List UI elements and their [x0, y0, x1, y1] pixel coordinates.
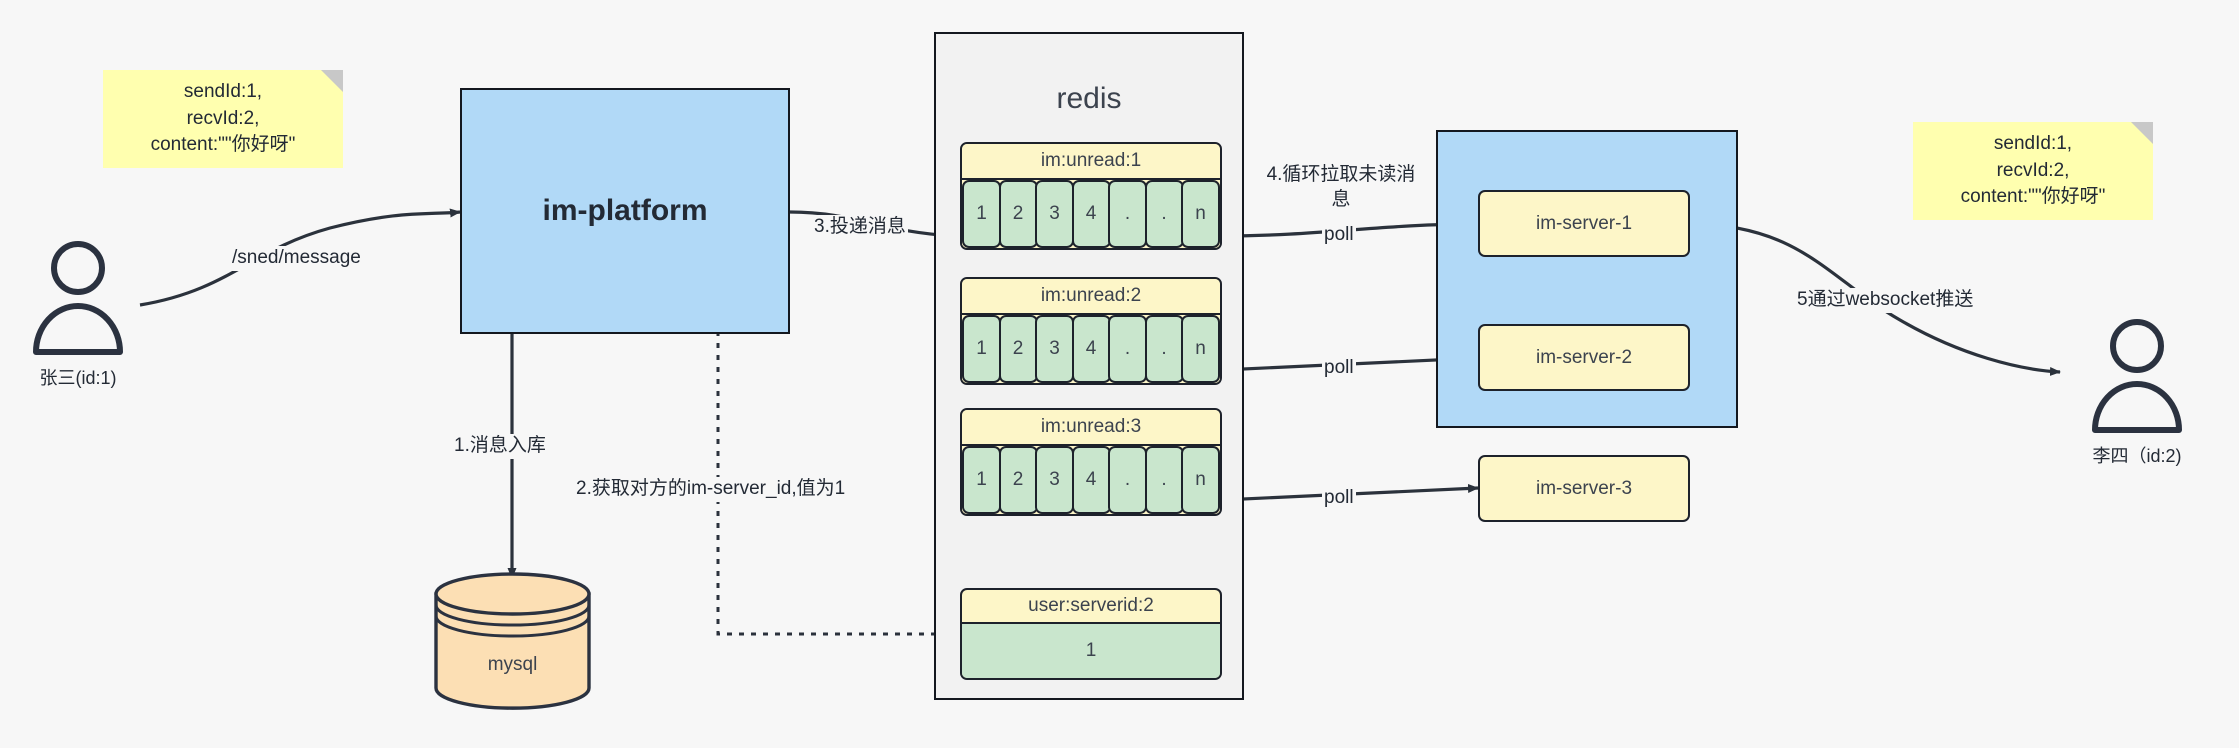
- redis-cell: n: [1181, 315, 1220, 383]
- actor-receiver: 李四（id:2): [2087, 318, 2187, 468]
- redis-cell: 1: [962, 315, 1001, 383]
- actor-receiver-label: 李四（id:2): [2092, 446, 2182, 466]
- edge-label-send-message: /sned/message: [230, 246, 363, 271]
- note-fold-icon: [321, 70, 343, 92]
- edge-label-poll-3: poll: [1322, 486, 1356, 511]
- node-im-server-2-label: im-server-2: [1535, 346, 1633, 368]
- node-im-server-1[interactable]: im-server-1: [1478, 190, 1690, 257]
- redis-list-3-cells: 1 2 3 4 . . n: [962, 446, 1220, 514]
- redis-list-im-unread-3[interactable]: im:unread:3 1 2 3 4 . . n: [960, 408, 1222, 516]
- redis-cell: 1: [962, 446, 1001, 514]
- redis-cell: 4: [1071, 180, 1111, 248]
- edge-label-step4: 4.循环拉取未读消 息: [1258, 163, 1424, 213]
- redis-cell: 4: [1071, 315, 1111, 383]
- redis-cell: 3: [1035, 180, 1074, 248]
- actor-sender-label: 张三(id:1): [39, 368, 117, 388]
- note-fold-icon: [2131, 122, 2153, 144]
- node-im-server-1-label: im-server-1: [1535, 212, 1633, 234]
- container-redis-title: redis: [1056, 82, 1122, 115]
- node-mysql[interactable]: mysql: [430, 572, 595, 710]
- note-left: sendId:1, recvId:2, content:""你好呀": [103, 70, 343, 168]
- node-im-platform[interactable]: im-platform: [460, 88, 790, 334]
- redis-cell: n: [1181, 446, 1220, 514]
- redis-cell: .: [1108, 315, 1147, 383]
- node-im-platform-label: im-platform: [542, 194, 708, 227]
- redis-kv-user-serverid-2[interactable]: user:serverid:2 1: [960, 588, 1222, 680]
- redis-cell: 2: [998, 180, 1038, 248]
- redis-kv-value: 1: [962, 624, 1220, 678]
- redis-list-2-key: im:unread:2: [962, 279, 1220, 315]
- edge-label-step3: 3.投递消息: [812, 215, 908, 240]
- redis-cell: 3: [1035, 446, 1074, 514]
- redis-cell: .: [1144, 446, 1184, 514]
- redis-cell: .: [1144, 180, 1184, 248]
- redis-list-2-cells: 1 2 3 4 . . n: [962, 315, 1220, 383]
- person-icon: [33, 241, 123, 355]
- redis-cell: .: [1144, 315, 1184, 383]
- redis-cell: n: [1181, 180, 1220, 248]
- person-icon: [2092, 319, 2182, 433]
- redis-cell: 2: [998, 446, 1038, 514]
- edge-label-step2: 2.获取对方的im-server_id,值为1: [574, 477, 848, 502]
- node-im-server-3-label: im-server-3: [1535, 477, 1633, 499]
- redis-list-1-cells: 1 2 3 4 . . n: [962, 180, 1220, 248]
- redis-list-im-unread-2[interactable]: im:unread:2 1 2 3 4 . . n: [960, 277, 1222, 385]
- note-right-text: sendId:1, recvId:2, content:""你好呀": [1960, 132, 2106, 208]
- edge-sender-to-platform: [139, 208, 461, 307]
- node-mysql-label: mysql: [488, 654, 538, 675]
- redis-list-1-key: im:unread:1: [962, 144, 1220, 180]
- note-left-text: sendId:1, recvId:2, content:""你好呀": [150, 80, 296, 156]
- redis-cell: .: [1108, 446, 1147, 514]
- edge-label-step1: 1.消息入库: [452, 434, 548, 459]
- redis-cell: 1: [962, 180, 1001, 248]
- redis-cell: 4: [1071, 446, 1111, 514]
- redis-kv-key: user:serverid:2: [962, 590, 1220, 624]
- redis-list-im-unread-1[interactable]: im:unread:1 1 2 3 4 . . n: [960, 142, 1222, 250]
- redis-cell: 3: [1035, 315, 1074, 383]
- edge-label-poll-1: poll: [1322, 223, 1356, 248]
- edge-redis-to-platform-dotted: [713, 317, 960, 636]
- edge-server1-to-receiver: [1689, 222, 2061, 376]
- database-cylinder-icon: mysql: [434, 572, 591, 710]
- redis-cell: .: [1108, 180, 1147, 248]
- actor-sender: 张三(id:1): [28, 240, 128, 390]
- node-im-server-3[interactable]: im-server-3: [1478, 455, 1690, 522]
- node-im-server-2[interactable]: im-server-2: [1478, 324, 1690, 391]
- redis-list-3-key: im:unread:3: [962, 410, 1220, 446]
- edge-label-step5: 5通过websocket推送: [1795, 288, 1976, 313]
- redis-cell: 2: [998, 315, 1038, 383]
- edge-label-poll-2: poll: [1322, 356, 1356, 381]
- note-right: sendId:1, recvId:2, content:""你好呀": [1913, 122, 2153, 220]
